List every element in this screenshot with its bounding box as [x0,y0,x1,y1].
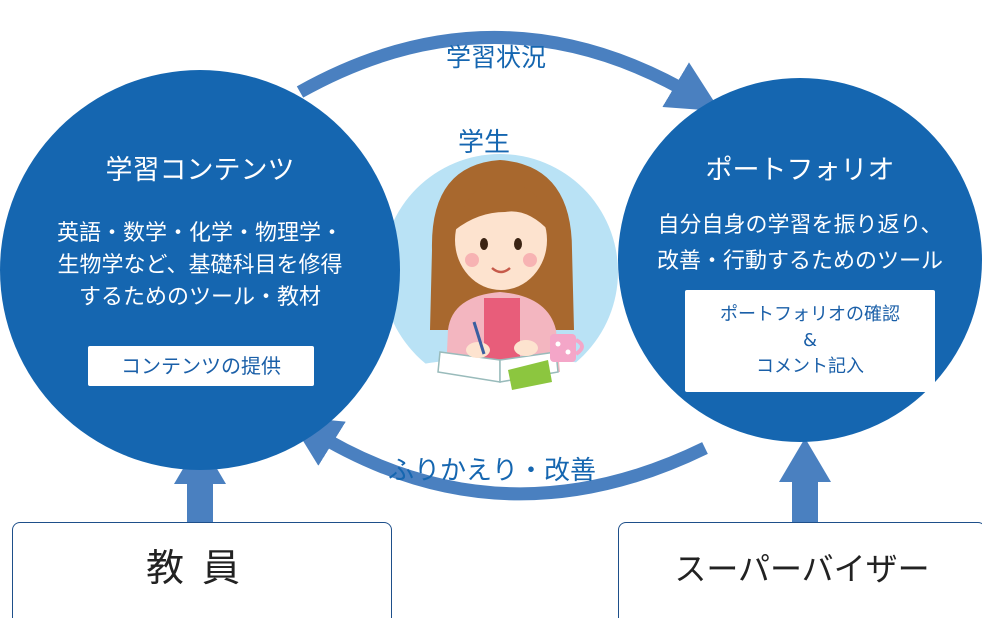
learning-status-label: 学習状況 [446,43,547,72]
portfolio-description: 自分自身の学習を振り返り、 改善・行動するためのツール [618,208,982,280]
learning-content-desc-line: するためのツール・教材 [78,285,321,310]
portfolio-desc-line: 自分自身の学習を振り返り、 [657,213,943,238]
portfolio-box-line: ポートフォリオの確認 [720,304,900,325]
learning-content-title: 学習コンテンツ [105,155,295,186]
teacher-box: 教員 [12,522,392,618]
portfolio-box-line: コメント記入 [756,356,864,377]
student-label: 学生 [458,128,511,158]
portfolio-box-line: & [802,330,818,351]
portfolio-title: ポートフォリオ [705,155,895,186]
portfolio-desc-line: 改善・行動するためのツール [656,249,943,274]
learning-content-desc-line: 生物学など、基礎科目を修得 [57,253,343,278]
content-provision-box: コンテンツの提供 [88,346,314,386]
top-cycle-arrow [296,30,721,112]
reflection-improvement-label: ふりかえり・改善 [388,456,597,486]
supervisor-up-arrow [779,438,831,524]
bottom-cycle-arrow [287,416,708,501]
portfolio-check-box: ポートフォリオの確認 & コメント記入 [685,290,935,392]
learning-content-circle [0,70,400,470]
supervisor-box: スーパーバイザー [618,522,982,618]
learning-content-desc-line: 英語・数学・化学・物理学・ [56,221,343,246]
learning-content-description: 英語・数学・化学・物理学・ 生物学など、基礎科目を修得 するためのツール・教材 [0,218,400,314]
student-illustration [382,154,625,402]
